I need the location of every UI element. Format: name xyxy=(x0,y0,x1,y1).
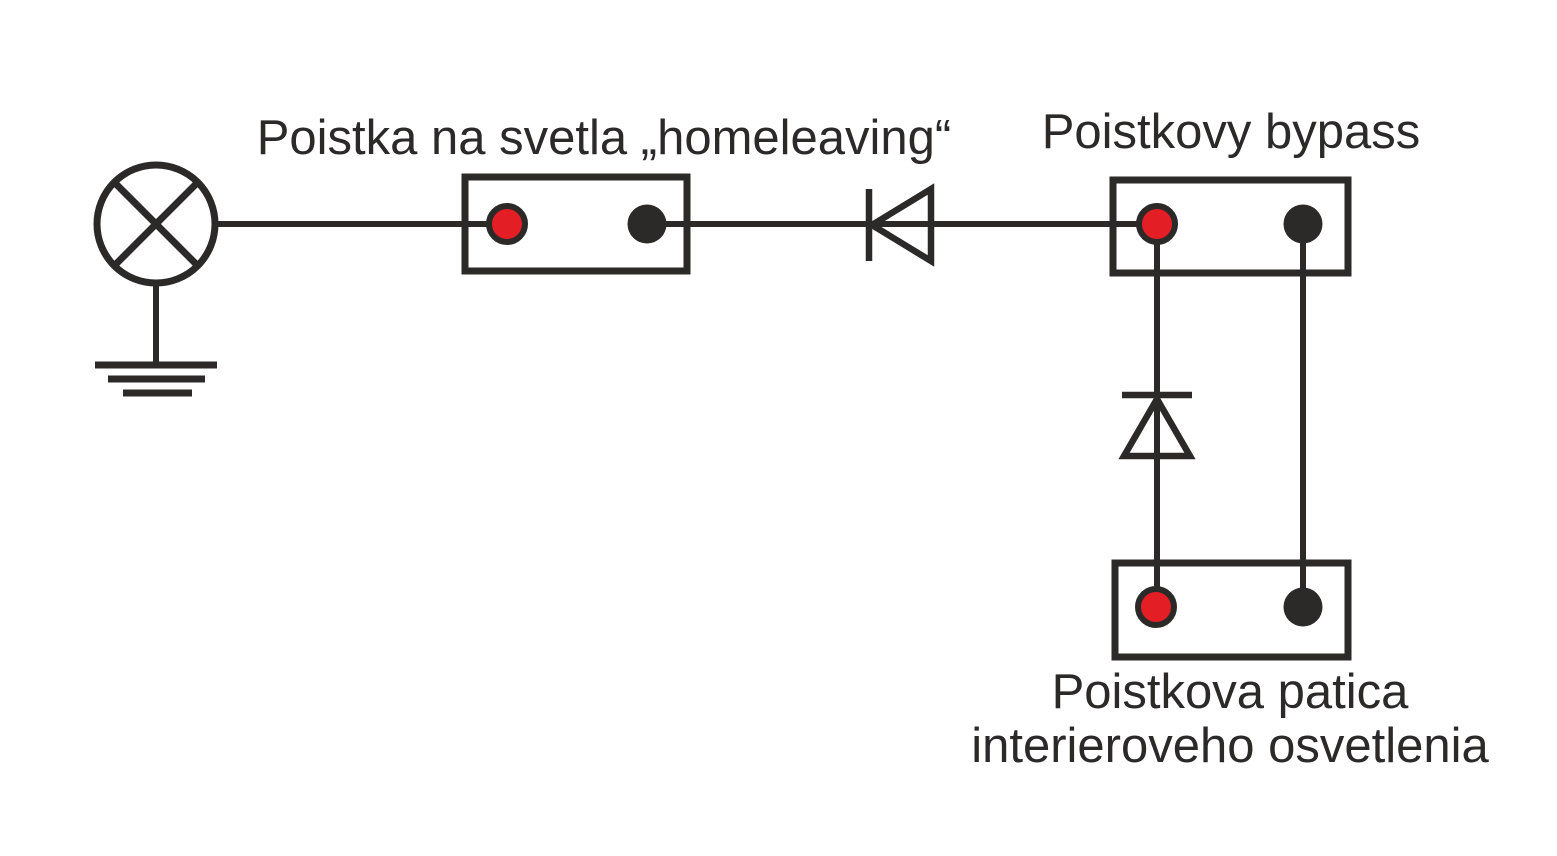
bypass-fuse-label: Poistkovy bypass xyxy=(1042,105,1421,159)
diode-left-icon xyxy=(865,183,935,267)
bypass-fuse-holder xyxy=(1109,176,1352,277)
red-terminal xyxy=(486,203,528,245)
interior-socket-label-line2: interieroveho osvetlenia xyxy=(971,719,1489,773)
lamp-icon xyxy=(93,161,219,287)
homeleaving-fuse-label: Poistka na svetla „homeleaving“ xyxy=(257,111,952,165)
lamp-cross-line xyxy=(111,179,201,269)
interior-lighting-fuse-socket xyxy=(1111,559,1352,661)
interior-socket-label-line1: Poistkova patica xyxy=(1052,665,1410,719)
fuse-holder-box xyxy=(461,173,691,275)
diode-triangle xyxy=(1118,392,1196,460)
black-terminal xyxy=(627,204,667,244)
black-terminal xyxy=(1283,204,1323,244)
fuse-holder-box xyxy=(1109,176,1352,277)
black-terminal xyxy=(1283,587,1323,627)
diode-triangle xyxy=(865,183,935,267)
diode-up-icon xyxy=(1118,391,1196,460)
homeleaving-fuse-holder xyxy=(461,173,691,275)
lamp-circle xyxy=(93,161,219,287)
fuse-holder-box xyxy=(1111,559,1352,661)
ground-icon xyxy=(95,361,217,397)
red-terminal xyxy=(1135,586,1177,628)
red-terminal xyxy=(1136,203,1178,245)
